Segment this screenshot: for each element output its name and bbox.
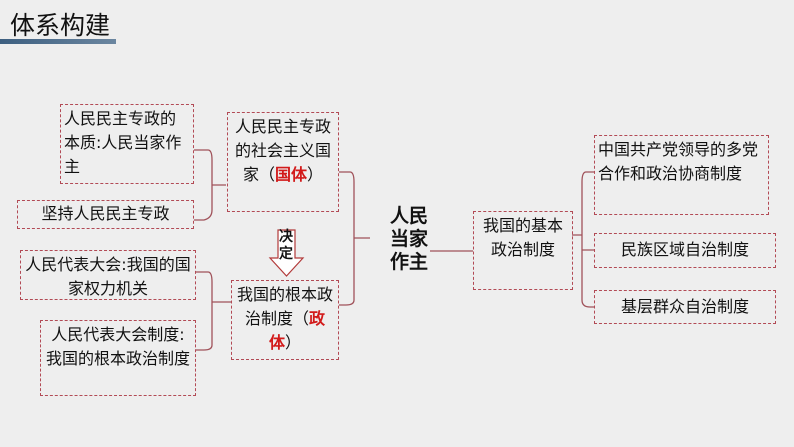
state-highlight: 国体 <box>274 165 307 184</box>
box-basic-system: 我国的基本政治制度 <box>473 211 573 290</box>
box-multiparty: 中国共产党领导的多党合作和政治协商制度 <box>594 135 769 215</box>
state-end: ） <box>307 165 324 184</box>
center-node: 人民当家作主 <box>389 205 428 273</box>
state-text: 人民民主专政的社会主义国家（ <box>234 117 331 184</box>
box-npc-role: 人民代表大会:我国的国家权力机关 <box>20 250 196 300</box>
box-gov-system: 我国的根本政治制度（政体） <box>231 280 339 360</box>
box-uphold: 坚持人民民主专政 <box>17 200 194 229</box>
box-essence: 人民民主专政的本质:人民当家作主 <box>60 104 194 184</box>
bracket-gov <box>196 271 231 351</box>
box-ethnic-autonomy: 民族区域自治制度 <box>594 233 776 268</box>
box-npc-system: 人民代表大会制度:我国的根本政治制度 <box>40 320 196 396</box>
bracket-center <box>339 171 370 306</box>
gov-text: 我国的根本政治制度（ <box>236 285 333 328</box>
gov-end: ） <box>285 333 302 352</box>
bracket-state <box>194 149 226 221</box>
down-arrow-icon <box>268 229 305 277</box>
arrow-label: 决定 <box>279 229 293 262</box>
title-underline <box>0 39 116 44</box>
box-grassroots: 基层群众自治制度 <box>594 290 776 324</box>
page-title: 体系构建 <box>10 11 111 40</box>
bracket-right <box>572 171 594 308</box>
box-state-system: 人民民主专政的社会主义国家（国体） <box>227 112 339 212</box>
gov-highlight: 政体 <box>268 309 326 352</box>
